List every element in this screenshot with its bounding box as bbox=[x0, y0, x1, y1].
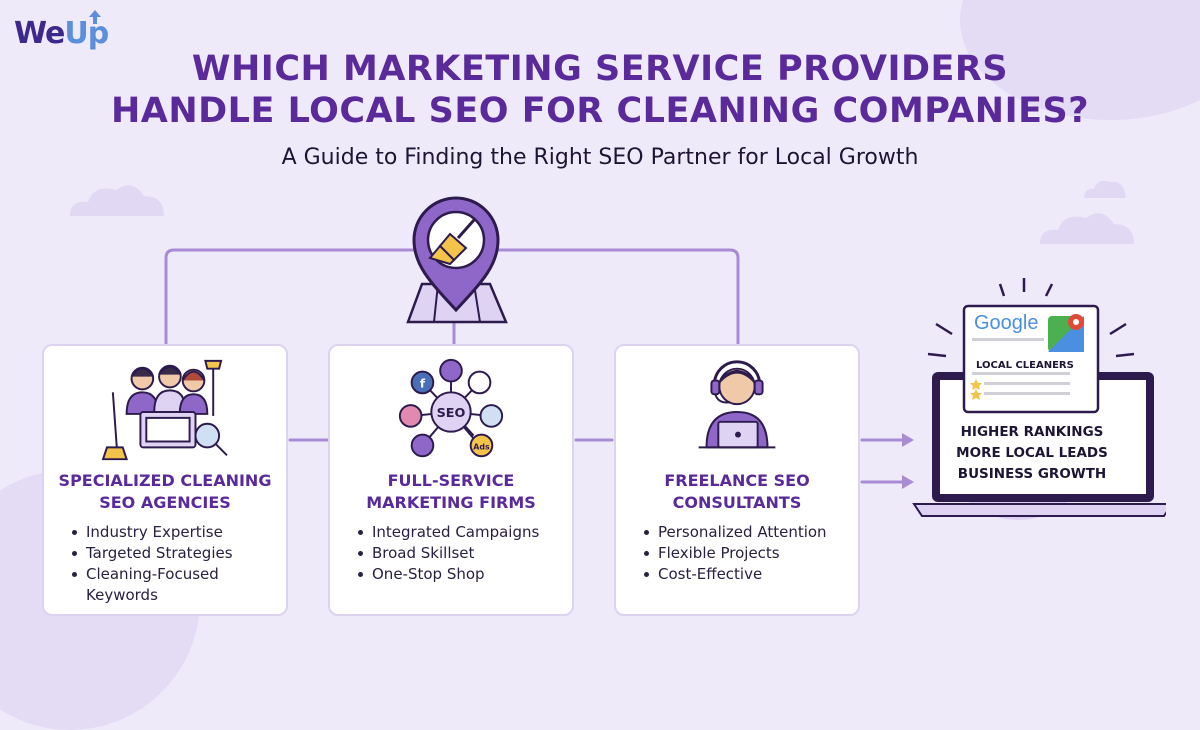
background-cloud bbox=[1040, 213, 1134, 244]
logo-up: Up bbox=[64, 16, 109, 51]
logo-arrow-icon bbox=[89, 10, 101, 24]
background-cloud bbox=[70, 185, 164, 216]
list-item: Broad Skillset bbox=[358, 543, 568, 564]
card-title-line1: SPECIALIZED CLEANING bbox=[58, 471, 272, 490]
list-item: Flexible Projects bbox=[644, 543, 854, 564]
consultant-headset-icon bbox=[698, 360, 776, 449]
result-item: HIGHER RANKINGS bbox=[960, 424, 1104, 440]
cleaning-team-icon bbox=[101, 359, 228, 461]
listing-title: LOCAL CLEANERS bbox=[976, 360, 1074, 371]
card-title-line2: SEO AGENCIES bbox=[99, 493, 231, 512]
google-logo-text: Google bbox=[974, 312, 1039, 334]
background-cloud bbox=[1084, 180, 1126, 198]
card-title-line2: MARKETING FIRMS bbox=[366, 493, 536, 512]
page-subtitle: A Guide to Finding the Right SEO Partner… bbox=[281, 145, 919, 170]
svg-text:SEO: SEO bbox=[437, 406, 466, 421]
provider-card-agencies: SPECIALIZED CLEANING SEO AGENCIES Indust… bbox=[42, 344, 288, 616]
list-item: One-Stop Shop bbox=[358, 564, 568, 585]
results-list: HIGHER RANKINGS MORE LOCAL LEADS BUSINES… bbox=[940, 422, 1124, 485]
card-title-line1: FULL-SERVICE bbox=[387, 471, 515, 490]
list-item: Industry Expertise bbox=[72, 522, 282, 543]
page-title-line1: WHICH MARKETING SERVICE PROVIDERS bbox=[191, 49, 1009, 89]
card-bullet-list: Integrated Campaigns Broad Skillset One-… bbox=[358, 522, 568, 585]
seo-hub-icon: SEO Ads f bbox=[398, 358, 504, 458]
provider-card-freelance: FREELANCE SEO CONSULTANTS Personalized A… bbox=[614, 344, 860, 616]
card-title-line1: FREELANCE SEO bbox=[664, 471, 810, 490]
card-bullet-list: Personalized Attention Flexible Projects… bbox=[644, 522, 854, 585]
result-item: MORE LOCAL LEADS bbox=[956, 445, 1108, 461]
svg-text:f: f bbox=[420, 376, 426, 390]
svg-text:Ads: Ads bbox=[473, 442, 490, 451]
map-pin-broom-icon bbox=[406, 196, 508, 324]
list-item: Personalized Attention bbox=[644, 522, 854, 543]
card-bullet-list: Industry Expertise Targeted Strategies C… bbox=[72, 522, 282, 606]
provider-card-full-service: SEO Ads f FULL-SERVICE MARKETING FIRMS I… bbox=[328, 344, 574, 616]
list-item: Cost-Effective bbox=[644, 564, 854, 585]
card-title-line2: CONSULTANTS bbox=[672, 493, 802, 512]
card-title: FULL-SERVICE MARKETING FIRMS bbox=[330, 470, 572, 514]
brand-logo[interactable]: WeUp bbox=[14, 16, 109, 51]
card-title: SPECIALIZED CLEANING SEO AGENCIES bbox=[44, 470, 286, 514]
page-title-line2: HANDLE LOCAL SEO FOR CLEANING COMPANIES? bbox=[110, 91, 1090, 131]
list-item: Targeted Strategies bbox=[72, 543, 282, 564]
logo-we: We bbox=[14, 16, 65, 51]
laptop-icon bbox=[912, 278, 1166, 520]
card-title: FREELANCE SEO CONSULTANTS bbox=[616, 470, 858, 514]
result-item: BUSINESS GROWTH bbox=[957, 466, 1107, 482]
list-item: Integrated Campaigns bbox=[358, 522, 568, 543]
list-item: Cleaning-Focused Keywords bbox=[72, 564, 282, 606]
